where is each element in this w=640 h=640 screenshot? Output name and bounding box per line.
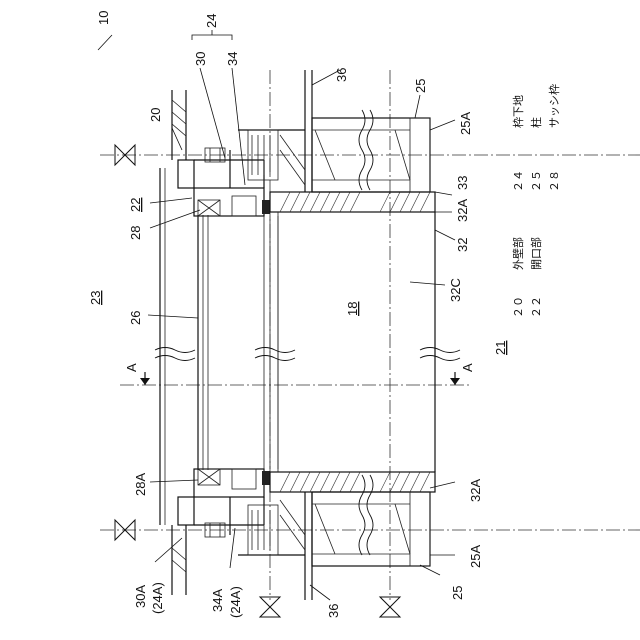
legend-24-text: 枠下地	[511, 95, 525, 128]
label-30: 30	[193, 52, 208, 66]
label-21: 21	[493, 341, 508, 355]
legend-20-text: 外壁部	[511, 237, 525, 270]
section-A-arrows	[140, 372, 460, 385]
sash-frame-28A-bottom	[178, 469, 270, 535]
legend: ２４ 枠下地 ２５ 柱 ２８ サッシ枠 ２０ 外壁部 ２２ 開口部	[511, 84, 561, 318]
label-36-top: 36	[334, 68, 349, 82]
label-32A-bottom: 32A	[468, 479, 483, 502]
bracket-24	[192, 30, 232, 40]
legend-24-num: ２４	[512, 170, 525, 192]
labels: 10 24 30 34 36 25 25A 20 33 32A 22 28 32…	[88, 11, 508, 618]
label-24A-1: (24A)	[150, 582, 165, 614]
board-hatch-bottom	[280, 472, 430, 492]
column-25-bottom	[238, 492, 430, 600]
exterior-wall-20	[172, 90, 186, 595]
label-25A-bottom: 25A	[468, 545, 483, 568]
label-24: 24	[204, 14, 219, 28]
label-32: 32	[455, 238, 470, 252]
sash-frame-28-top	[178, 150, 270, 216]
label-32A-top: 32A	[455, 199, 470, 222]
label-34: 34	[225, 52, 240, 66]
label-24A-2: (24A)	[228, 586, 243, 618]
label-23: 23	[88, 291, 103, 305]
label-25A-top: 25A	[458, 112, 473, 135]
column-25-top	[238, 70, 430, 192]
board-hatch-top	[280, 192, 430, 212]
label-28: 28	[128, 226, 143, 240]
label-10: 10	[96, 11, 111, 25]
label-26: 26	[128, 311, 143, 325]
legend-25-num: ２５	[530, 170, 543, 192]
label-34A: 34A	[210, 589, 225, 612]
label-20: 20	[148, 108, 163, 122]
label-33: 33	[455, 176, 470, 190]
legend-22-text: 開口部	[529, 237, 543, 270]
label-18: 18	[345, 302, 360, 316]
label-28A: 28A	[133, 473, 148, 496]
label-22: 22	[128, 198, 143, 212]
legend-25-text: 柱	[529, 117, 543, 128]
board-32	[270, 192, 435, 492]
label-A-right: A	[460, 363, 475, 372]
legend-28-num: ２８	[548, 170, 561, 192]
label-36-bottom: 36	[326, 604, 341, 618]
legend-28-text: サッシ枠	[547, 84, 561, 128]
legend-20-num: ２０	[512, 296, 525, 318]
label-30A: 30A	[133, 585, 148, 608]
label-25-bottom: 25	[450, 586, 465, 600]
opening-22	[264, 216, 278, 469]
break-lines	[155, 110, 460, 555]
label-32C: 32C	[448, 278, 463, 302]
legend-22-num: ２２	[530, 296, 543, 318]
label-A-left: A	[124, 363, 139, 372]
label-25-top: 25	[413, 79, 428, 93]
